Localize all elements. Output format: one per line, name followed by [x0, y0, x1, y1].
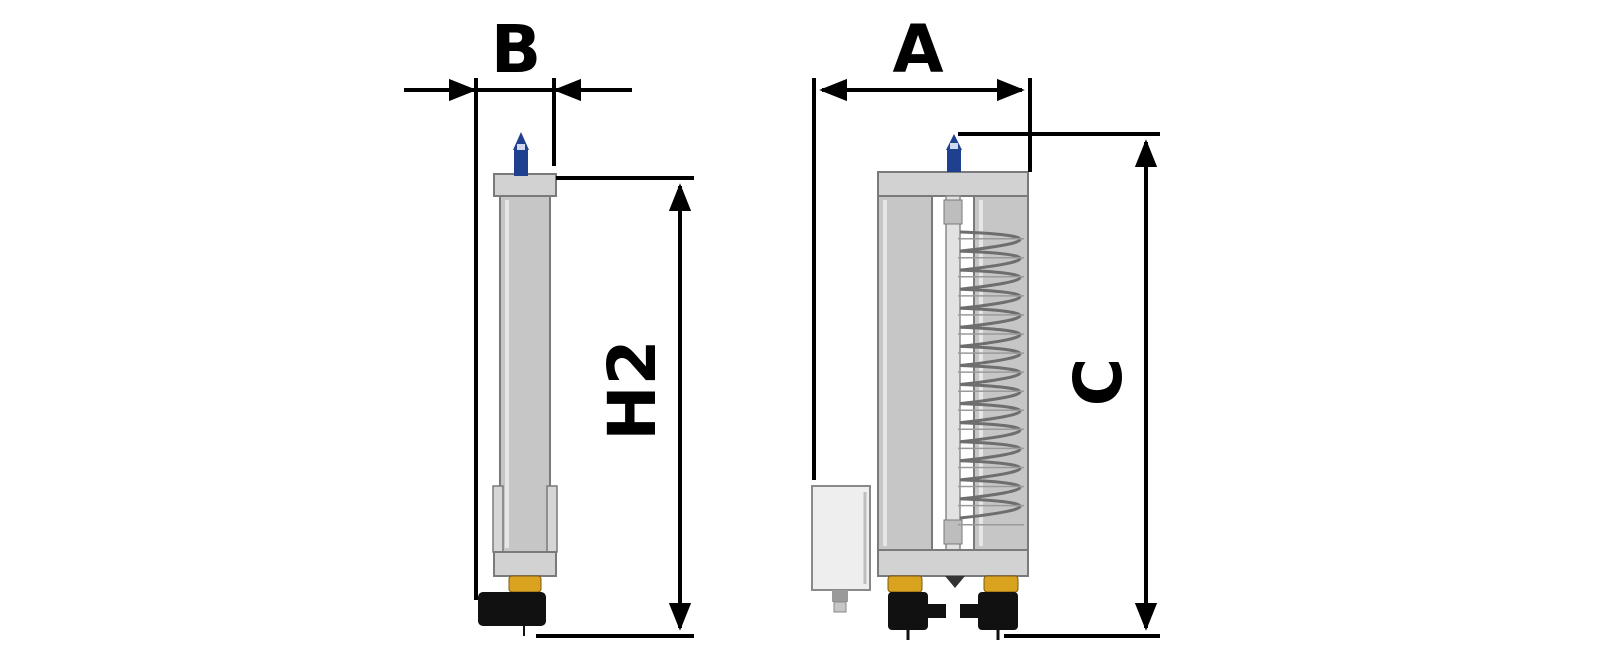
- dim-label-h2: H2: [594, 339, 671, 440]
- side-top-cap: [493, 173, 557, 197]
- front-brass-fitting-right: [983, 575, 1019, 593]
- side-lower-bracket: [492, 485, 504, 553]
- side-brass-fitting: [508, 575, 542, 593]
- front-bottom-bar: [877, 549, 1029, 577]
- front-vent-valve-icon: [946, 134, 962, 172]
- front-center-drain: [945, 576, 965, 588]
- side-drain-valve-icon: [478, 592, 546, 626]
- side-view-unit: [478, 132, 558, 636]
- side-bottom-cap: [493, 551, 557, 577]
- front-brass-fitting-left: [887, 575, 923, 593]
- front-drain-valve-right-icon: [960, 592, 1018, 640]
- dim-label-b: B: [491, 11, 541, 88]
- side-vent-valve-icon: [513, 132, 529, 176]
- front-drain-valve-left-icon: [888, 592, 946, 640]
- front-heater-rod: [945, 195, 961, 551]
- front-coil-spring: [958, 230, 1024, 526]
- dim-label-a: A: [892, 11, 943, 88]
- front-control-box: [811, 485, 871, 591]
- front-view-unit: [811, 134, 1029, 640]
- front-top-bar: [877, 171, 1029, 197]
- dimension-lines: [404, 78, 1160, 638]
- dim-label-c: C: [1060, 358, 1137, 406]
